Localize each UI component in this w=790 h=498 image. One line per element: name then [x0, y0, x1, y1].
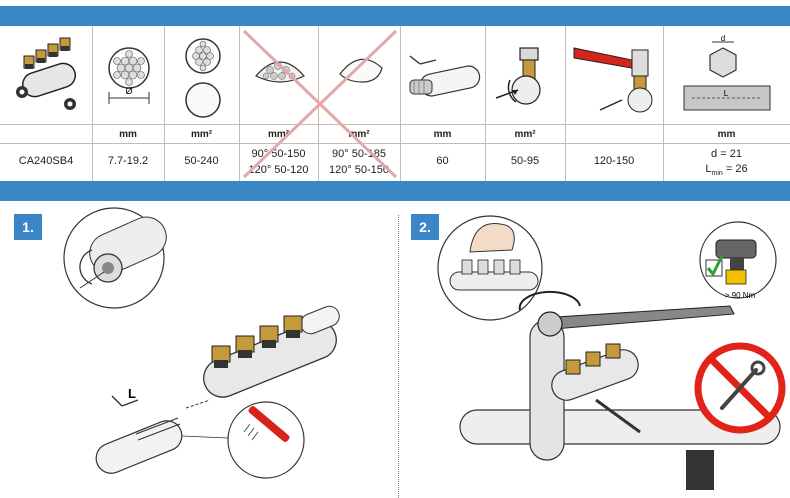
connector-icon	[16, 37, 77, 110]
step-1-illustration: L	[63, 207, 340, 479]
unit-strip-length: mm	[433, 129, 452, 140]
hex-d-label: d	[721, 34, 725, 43]
sector-solid-90: 90° 50-185	[332, 148, 386, 160]
unit-sector-solid: mm²	[348, 129, 370, 140]
step-2-badge: 2.	[411, 214, 439, 240]
hex-l-label: L	[724, 89, 729, 98]
unit-tap-section: mm²	[514, 129, 536, 140]
unit-hex: mm	[717, 129, 736, 140]
torque-wrench-icon	[573, 47, 653, 113]
hex-l-cell: Lmin = 26	[705, 163, 748, 178]
strip-length-cell: 60	[436, 155, 449, 167]
strip-length-icon	[409, 55, 481, 97]
unit-diameter: mm	[119, 129, 137, 140]
unit-section: mm²	[190, 129, 213, 140]
table-line	[0, 143, 790, 144]
table-col-line	[663, 26, 664, 181]
conductor-round-icon: Ø	[108, 47, 150, 104]
table-col-line	[239, 26, 240, 181]
header-band	[0, 6, 790, 26]
unit-sector-stranded: mm²	[267, 129, 290, 140]
section-band	[0, 181, 790, 201]
section-cell: 50-240	[184, 155, 219, 167]
table-col-line	[92, 26, 93, 181]
hex-d-cell: d = 21	[711, 148, 742, 160]
torque-label: > 90 Nm	[725, 291, 756, 300]
tap-section-cell: 50-95	[510, 155, 540, 167]
bolt-tighten-icon	[495, 47, 541, 105]
step-1-badge: 1.	[14, 214, 42, 240]
conductor-section-icon	[185, 38, 221, 118]
steps-divider	[398, 215, 399, 498]
diameter-cell: 7.7-19.2	[107, 155, 149, 167]
table-col-line	[164, 26, 165, 181]
table-col-line	[565, 26, 566, 181]
sector-stranded-120: 120° 50-120	[248, 164, 309, 176]
hex-key-icon: d L	[683, 34, 771, 111]
table-col-line	[485, 26, 486, 181]
diameter-symbol: Ø	[125, 86, 132, 96]
step-1-length-label: L	[128, 386, 136, 401]
sector-solid-120: 120° 50-150	[328, 164, 390, 176]
torque-cell: 120-150	[593, 155, 635, 167]
model-cell: CA240SB4	[18, 155, 74, 167]
table-line	[0, 124, 790, 125]
step-2-illustration: > 90 Nm	[437, 215, 786, 490]
table-col-line	[400, 26, 401, 181]
cross-out-icon	[242, 29, 398, 179]
